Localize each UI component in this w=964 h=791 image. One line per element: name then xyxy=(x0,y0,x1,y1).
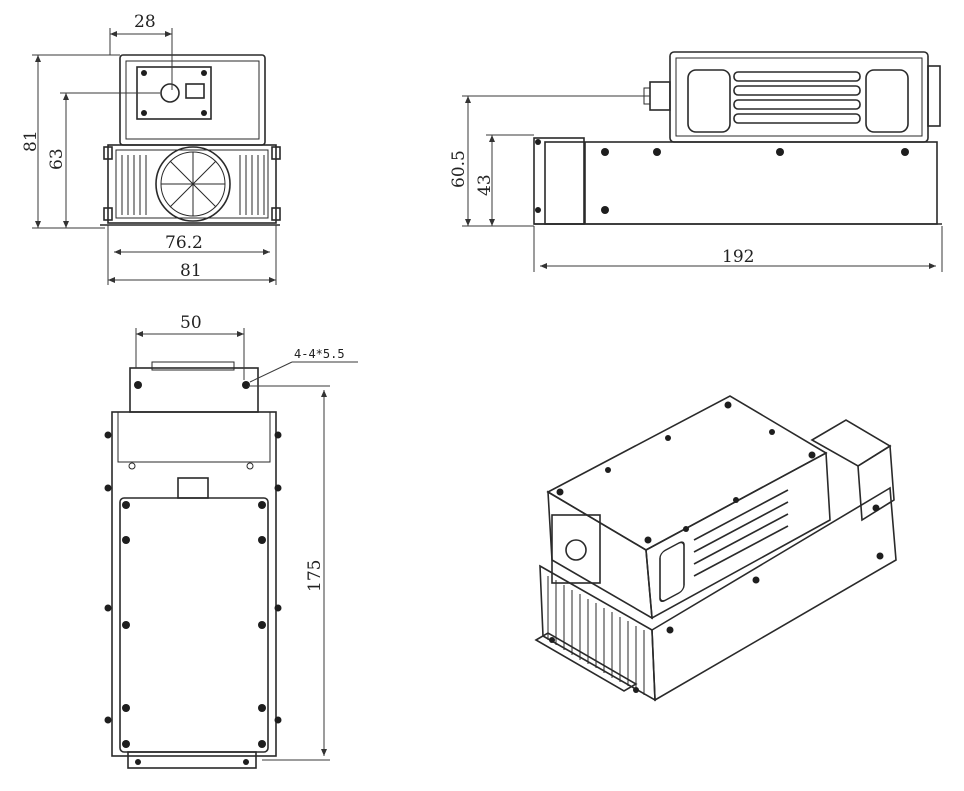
dim-top-width: 50 xyxy=(180,313,202,333)
dim-top-length: 175 xyxy=(305,560,325,592)
dim-front-height-total: 81 xyxy=(21,130,41,152)
side-view xyxy=(533,51,942,225)
dim-side-length: 192 xyxy=(722,247,754,267)
front-dimensions: 28 81 63 76.2 81 xyxy=(21,12,277,285)
dim-front-bottom-inner: 76.2 xyxy=(165,233,203,253)
dim-front-height-connector: 63 xyxy=(47,148,67,170)
dim-front-bottom-total: 81 xyxy=(180,261,202,281)
isometric-view xyxy=(534,395,897,702)
dim-side-height-connector: 60.5 xyxy=(449,150,469,188)
side-dimensions: 60.5 43 192 xyxy=(449,95,943,272)
top-dimensions: 50 175 4-4*5.5 xyxy=(135,313,358,761)
dim-front-top-width: 28 xyxy=(134,12,156,32)
front-view xyxy=(100,54,281,226)
top-view xyxy=(104,361,282,769)
dim-side-height-base: 43 xyxy=(475,174,495,196)
hole-callout: 4-4*5.5 xyxy=(294,347,345,361)
